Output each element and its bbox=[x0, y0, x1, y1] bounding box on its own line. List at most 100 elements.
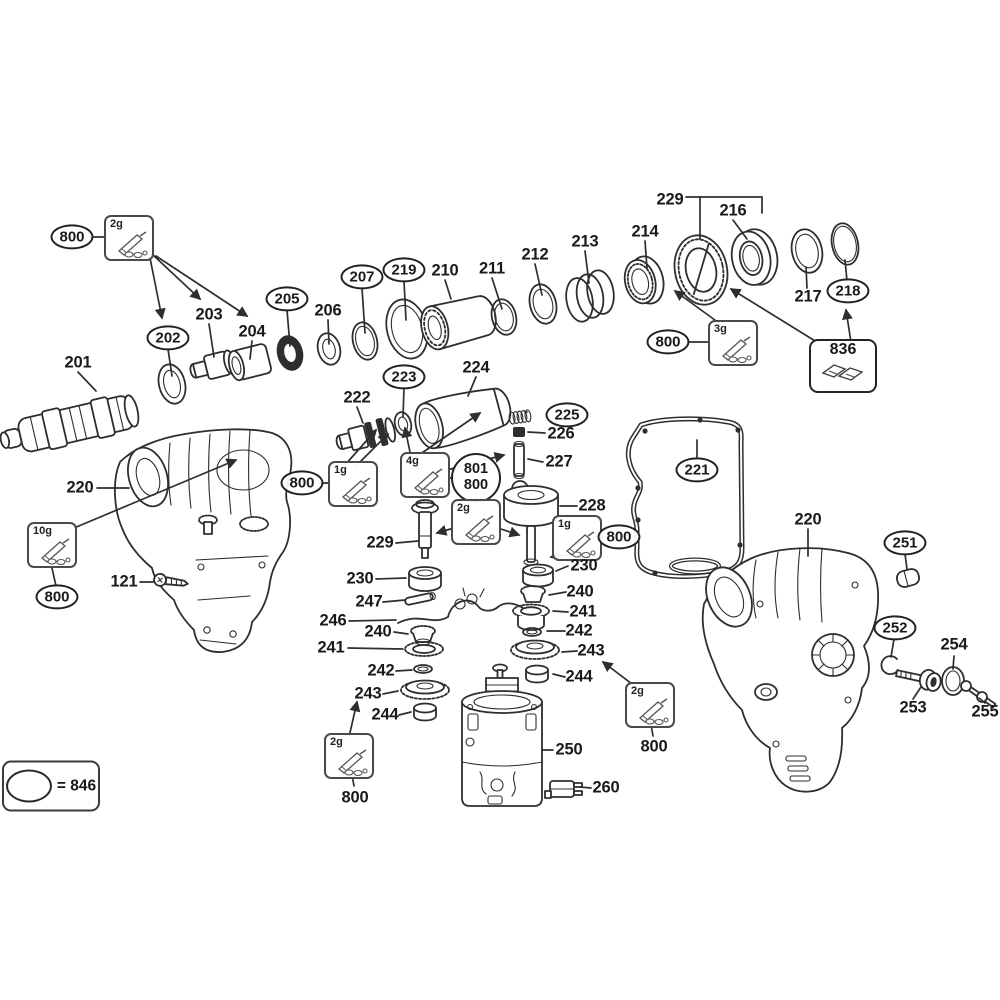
part-214-clutch-ring bbox=[623, 255, 665, 305]
part-252-o-ring bbox=[880, 655, 899, 675]
callout-240-b: 240 bbox=[566, 582, 594, 601]
part-206-ring bbox=[316, 332, 342, 366]
grease-tube-icon bbox=[638, 698, 669, 726]
callout-836: 836 bbox=[809, 339, 877, 393]
part-244-ring-left bbox=[413, 702, 437, 722]
callout-212: 212 bbox=[521, 245, 549, 264]
stacked-circle-bottom: 800 bbox=[463, 477, 489, 493]
callout-800-a: 800 bbox=[50, 224, 94, 250]
callout-grease-1g-b: 1g bbox=[552, 515, 602, 561]
grease-amount-label: 3g bbox=[714, 323, 727, 335]
callout-240-a: 240 bbox=[364, 622, 392, 641]
part-121-screw bbox=[153, 572, 189, 587]
callout-800-g: 800 bbox=[640, 737, 668, 756]
callout-241-a: 241 bbox=[317, 638, 345, 657]
part-227-striker-shaft bbox=[513, 440, 525, 480]
callout-grease-2g-a: 2g bbox=[104, 215, 154, 261]
callout-grease-10g: 10g bbox=[27, 522, 77, 568]
legend-box: = 846 bbox=[2, 760, 100, 812]
callout-255: 255 bbox=[971, 702, 999, 721]
grease-tube-icon bbox=[565, 531, 596, 559]
grease-amount-label: 2g bbox=[457, 502, 470, 514]
grease-tube-icon bbox=[40, 538, 71, 566]
callout-230-b: 230 bbox=[570, 556, 598, 575]
grease-amount-label: 2g bbox=[330, 736, 343, 748]
part-242-ring-left bbox=[413, 664, 433, 674]
part-225-spring bbox=[508, 409, 532, 425]
callout-210: 210 bbox=[431, 261, 459, 280]
part-250-motor bbox=[461, 663, 543, 807]
grease-amount-label: 1g bbox=[558, 518, 571, 530]
callout-grease-2g-b: 2g bbox=[451, 499, 501, 545]
part-220-gearbox-housing-left bbox=[114, 428, 293, 653]
callout-243-a: 243 bbox=[354, 684, 382, 703]
legend-equals-text: = 846 bbox=[56, 777, 97, 794]
part-202-ring bbox=[157, 363, 187, 405]
callout-222: 222 bbox=[343, 388, 371, 407]
boxed-callout-number: 836 bbox=[829, 341, 857, 358]
callout-220-a: 220 bbox=[66, 478, 94, 497]
part-218-retaining-ring bbox=[830, 222, 860, 266]
part-243-gear-left bbox=[400, 679, 450, 700]
callout-214: 214 bbox=[631, 222, 659, 241]
callout-227: 227 bbox=[545, 452, 573, 471]
grease-tube-icon bbox=[337, 749, 368, 777]
grease-tube-icon bbox=[413, 468, 444, 496]
callout-213: 213 bbox=[571, 232, 599, 251]
callout-216: 216 bbox=[719, 201, 747, 220]
callout-218: 218 bbox=[826, 278, 870, 304]
part-205-seal bbox=[276, 335, 304, 371]
callout-226: 226 bbox=[547, 424, 575, 443]
part-230-bearing-left bbox=[408, 566, 442, 592]
callout-217: 217 bbox=[794, 287, 822, 306]
callout-223: 223 bbox=[382, 364, 426, 390]
callout-800-e: 800 bbox=[597, 524, 641, 550]
callout-244-a: 244 bbox=[371, 705, 399, 724]
callout-220-b: 220 bbox=[794, 510, 822, 529]
callout-221: 221 bbox=[675, 457, 719, 483]
callout-801-800: 801 800 bbox=[451, 453, 501, 503]
leader-lines bbox=[51, 196, 986, 789]
part-230-bearing-right bbox=[522, 563, 554, 588]
callout-201: 201 bbox=[64, 353, 92, 372]
brush-holder-icon bbox=[821, 364, 864, 381]
callout-121: 121 bbox=[110, 572, 138, 591]
callout-206: 206 bbox=[314, 301, 342, 320]
callout-grease-2g-c: 2g bbox=[324, 733, 374, 779]
grease-tube-icon bbox=[117, 231, 148, 259]
callout-229-b: 229 bbox=[366, 533, 394, 552]
callout-225: 225 bbox=[545, 402, 589, 428]
stacked-circle-top: 801 bbox=[463, 461, 489, 478]
grease-amount-label: 4g bbox=[406, 455, 419, 467]
part-241-ring-gear-right bbox=[512, 603, 550, 631]
callout-253: 253 bbox=[899, 698, 927, 717]
part-240-gear-right bbox=[520, 585, 546, 603]
callout-228: 228 bbox=[578, 496, 606, 515]
part-246-wire-harness bbox=[397, 587, 529, 624]
callout-241-b: 241 bbox=[569, 602, 597, 621]
part-221-gasket bbox=[625, 416, 745, 579]
part-216-bearing bbox=[730, 228, 779, 286]
callout-800-d: 800 bbox=[280, 470, 324, 496]
callout-242-a: 242 bbox=[367, 661, 395, 680]
callout-207: 207 bbox=[340, 264, 384, 290]
callout-800-b: 800 bbox=[646, 329, 690, 355]
grease-amount-label: 1g bbox=[334, 464, 347, 476]
part-260-connector bbox=[544, 780, 583, 799]
grease-tube-icon bbox=[341, 477, 372, 505]
part-229-spline-shaft bbox=[411, 499, 439, 559]
callout-grease-1g-a: 1g bbox=[328, 461, 378, 507]
part-224-cylinder bbox=[414, 387, 512, 450]
callout-202: 202 bbox=[146, 325, 190, 351]
part-212-ring bbox=[528, 283, 558, 325]
callout-250: 250 bbox=[555, 740, 583, 759]
part-229-ring-gear bbox=[673, 234, 729, 306]
part-213-spring bbox=[565, 269, 615, 323]
part-204-cylinder bbox=[227, 343, 272, 382]
grease-tube-icon bbox=[721, 336, 752, 364]
legend-oval-symbol bbox=[5, 769, 52, 803]
part-242-ring-right bbox=[522, 627, 542, 637]
